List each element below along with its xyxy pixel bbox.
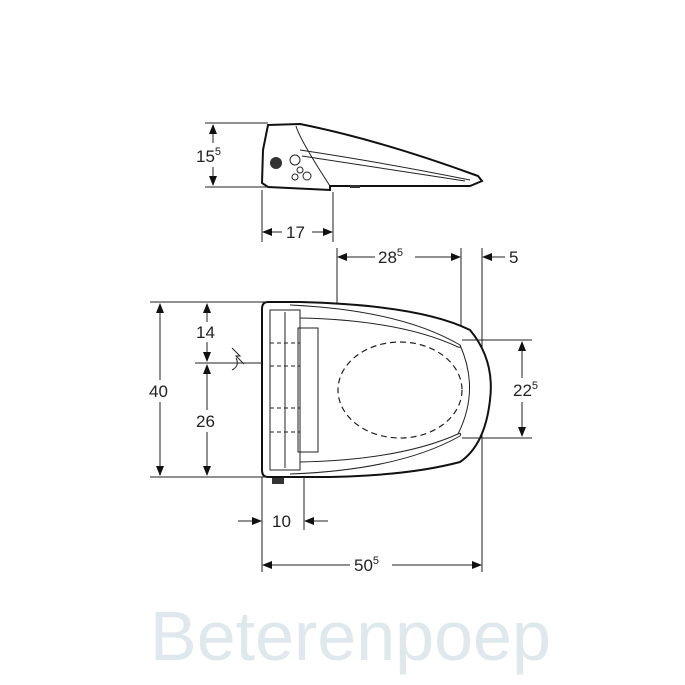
dim-back-depth: 10 — [272, 512, 291, 531]
dim-opening-width: 225 — [513, 380, 538, 400]
dim-seat-opening-length: 285 — [378, 247, 403, 267]
dim-side-depth: 17 — [286, 223, 305, 242]
side-view-seat — [260, 122, 484, 192]
dim-side-height: 155 — [196, 146, 221, 166]
top-view-seat — [231, 301, 492, 484]
dim-total-length: 505 — [354, 555, 379, 575]
watermark: Beterenpoep — [150, 597, 551, 675]
dim-total-width: 40 — [149, 382, 168, 401]
dim-rear-offset: 5 — [509, 248, 518, 267]
dim-upper-width: 14 — [196, 323, 215, 342]
dim-lower-width: 26 — [196, 412, 215, 431]
